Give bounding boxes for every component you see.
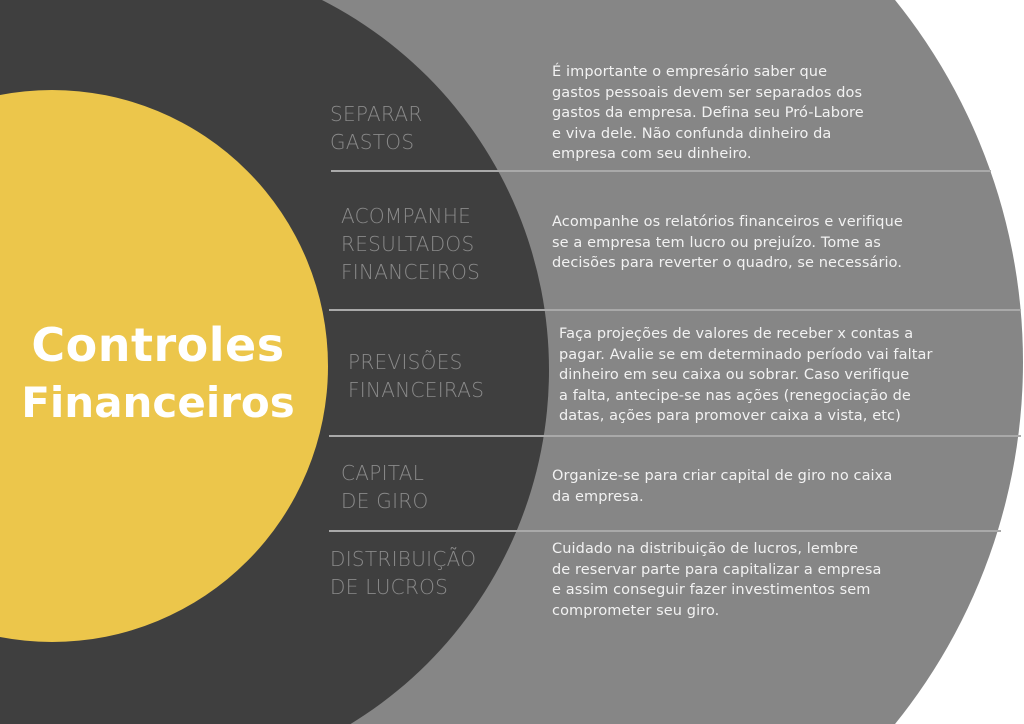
section-description-distribuicao-de-lucros: Cuidado na distribuição de lucros, lembr… — [552, 541, 882, 619]
section-label-distribuicao-de-lucros: DISTRIBUIÇÃO DE LUCROS — [330, 547, 477, 599]
title-line-1: Controles — [31, 318, 285, 372]
divider-2 — [329, 309, 1021, 311]
divider-1 — [331, 170, 991, 172]
section-label-capital-de-giro: CAPITAL DE GIRO — [341, 461, 429, 513]
section-description-separar-gastos: É importante o empresário saber que gast… — [552, 64, 864, 163]
section-label-separar-gastos: SEPARAR GASTOS — [330, 102, 423, 154]
section-label-previsoes-financeiras: PREVISÕES FINANCEIRAS — [348, 350, 485, 402]
divider-3 — [329, 435, 1021, 437]
diagram-title: Controles Financeiros — [6, 316, 310, 432]
title-line-2: Financeiros — [21, 378, 295, 427]
divider-4 — [329, 530, 1001, 532]
section-description-acompanhe-resultados: Acompanhe os relatórios financeiros e ve… — [552, 214, 903, 272]
section-description-capital-de-giro: Organize-se para criar capital de giro n… — [552, 468, 893, 505]
section-description-previsoes-financeiras: Faça projeções de valores de receber x c… — [559, 326, 933, 425]
section-label-acompanhe-resultados: ACOMPANHE RESULTADOS FINANCEIROS — [341, 204, 481, 284]
